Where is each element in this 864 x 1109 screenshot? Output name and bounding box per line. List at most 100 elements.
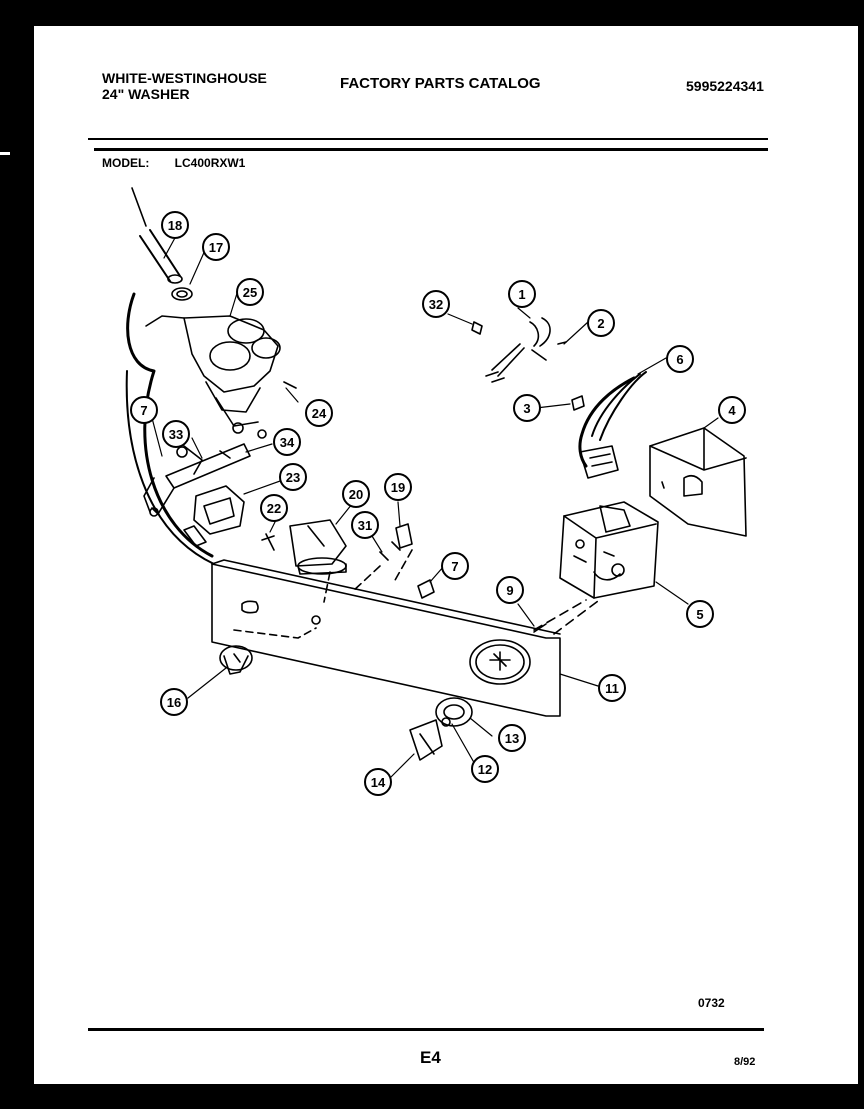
- callout-c23: 23: [279, 463, 307, 491]
- timer-cover: [649, 427, 747, 537]
- callout-circle: [513, 394, 541, 422]
- leader-lines: [151, 235, 719, 779]
- callout-number: 33: [169, 427, 183, 442]
- callout-number: 13: [505, 731, 519, 746]
- callout-circle: [471, 755, 499, 783]
- revision-date: 8/92: [734, 1056, 756, 1068]
- callout-c14: 14: [364, 768, 392, 796]
- callout-number: 11: [605, 681, 619, 696]
- sensor-harness: [471, 317, 567, 383]
- callout-c12: 12: [471, 755, 499, 783]
- brand-line-2: 24" WASHER: [102, 86, 190, 102]
- brand-block: WHITE-WESTINGHOUSE 24" WASHER: [102, 70, 267, 102]
- callout-circle: [260, 494, 288, 522]
- callout-number: 3: [523, 401, 530, 416]
- clip-31: [379, 551, 389, 561]
- callout-c18: 18: [161, 211, 189, 239]
- callout-circle: [587, 309, 615, 337]
- callout-number: 4: [728, 403, 736, 418]
- catalog-number: 5995224341: [686, 78, 764, 94]
- callout-circle: [305, 399, 333, 427]
- callout-circle: [498, 724, 526, 752]
- callout-number: 22: [267, 501, 281, 516]
- callout-number: 6: [676, 352, 683, 367]
- callout-circle: [342, 480, 370, 508]
- callout-c9: 9: [496, 576, 524, 604]
- callout-circle: [273, 428, 301, 456]
- callout-number: 18: [168, 218, 182, 233]
- callout-circle: [666, 345, 694, 373]
- hose-washer: [171, 287, 193, 301]
- callout-c3: 3: [513, 394, 541, 422]
- callout-number: 16: [167, 695, 181, 710]
- terminal-3: [571, 395, 585, 411]
- exploded-parts-diagram: 1817252473334232220193173212364591116131…: [125, 187, 747, 796]
- page-label: E4: [420, 1048, 441, 1067]
- callout-c34: 34: [273, 428, 301, 456]
- callout-circle: [441, 552, 469, 580]
- callout-number: 23: [286, 470, 300, 485]
- callout-number: 34: [280, 435, 295, 450]
- callout-number: 7: [451, 559, 458, 574]
- timer-dial-parts: [409, 697, 473, 761]
- callout-circle: [162, 420, 190, 448]
- callout-c7b: 7: [441, 552, 469, 580]
- callout-circle: [598, 674, 626, 702]
- callout-number: 19: [391, 480, 405, 495]
- fuse-holder: [391, 523, 413, 551]
- callout-c1: 1: [508, 280, 536, 308]
- footer-rule: [88, 1028, 764, 1031]
- callout-number: 2: [597, 316, 604, 331]
- header-rule-bottom: [94, 148, 768, 151]
- callout-number: 25: [243, 285, 257, 300]
- callout-circle: [384, 473, 412, 501]
- callout-c19: 19: [384, 473, 412, 501]
- callout-number: 12: [478, 762, 492, 777]
- control-panel: [211, 559, 561, 717]
- callout-c20: 20: [342, 480, 370, 508]
- callout-number: 7: [140, 403, 147, 418]
- callout-circle: [130, 396, 158, 424]
- water-valve: [145, 315, 281, 439]
- callout-circle: [718, 396, 746, 424]
- callout-c31: 31: [351, 511, 379, 539]
- callout-number: 1: [518, 287, 525, 302]
- mounting-bracket: [143, 443, 251, 517]
- callout-circle: [422, 290, 450, 318]
- callout-number: 9: [506, 583, 513, 598]
- callout-number: 17: [209, 240, 223, 255]
- callout-number: 32: [429, 297, 443, 312]
- callout-c11: 11: [598, 674, 626, 702]
- callout-c22: 22: [260, 494, 288, 522]
- callout-circle: [279, 463, 307, 491]
- callout-circle: [508, 280, 536, 308]
- callout-c7a: 7: [130, 396, 158, 424]
- callout-c16: 16: [160, 688, 188, 716]
- callout-c4: 4: [718, 396, 746, 424]
- catalog-page: WHITE-WESTINGHOUSE 24" WASHER FACTORY PA…: [34, 26, 858, 1084]
- callout-circle: [496, 576, 524, 604]
- callout-c25: 25: [236, 278, 264, 306]
- model-value: LC400RXW1: [174, 156, 246, 170]
- scan-edge-mark: [0, 152, 10, 155]
- callout-circle: [351, 511, 379, 539]
- callout-number: 24: [312, 406, 327, 421]
- callout-c6: 6: [666, 345, 694, 373]
- header-rule-top: [88, 138, 768, 140]
- callout-number: 5: [696, 607, 703, 622]
- valve-screw: [283, 381, 297, 389]
- callout-c5: 5: [686, 600, 714, 628]
- callout-c33: 33: [162, 420, 190, 448]
- callout-number: 14: [371, 775, 386, 790]
- callout-c32: 32: [422, 290, 450, 318]
- catalog-title: FACTORY PARTS CATALOG: [340, 75, 541, 92]
- knob-16: [219, 645, 253, 675]
- callout-circle: [686, 600, 714, 628]
- timer-unit: [559, 501, 659, 599]
- callout-c17: 17: [202, 233, 230, 261]
- model-label: MODEL:: [102, 156, 150, 170]
- terminal-7: [417, 579, 435, 599]
- brand-line-1: WHITE-WESTINGHOUSE: [102, 70, 267, 86]
- drawing-code: 0732: [698, 996, 725, 1010]
- callout-circle: [160, 688, 188, 716]
